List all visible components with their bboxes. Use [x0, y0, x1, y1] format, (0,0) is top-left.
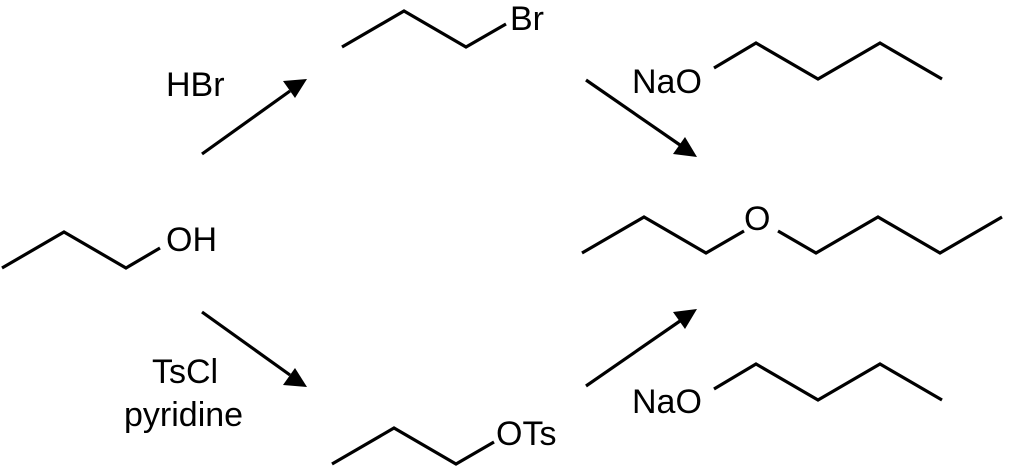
ether-oxygen-label: O — [744, 200, 770, 238]
propyl-bromide-chain — [341, 9, 507, 49]
propyl-bromide-bromine-label: Br — [510, 0, 544, 38]
reagent-pyridine: pyridine — [124, 396, 243, 434]
propanol-chain — [1, 230, 161, 270]
sodium-butoxide-top: NaO — [632, 41, 943, 101]
arrow-to-bromide — [201, 79, 307, 156]
arrow-tosylate-to-ether — [585, 309, 697, 388]
propyl-tosylate-chain — [331, 426, 495, 466]
arrow-to-tosylate — [201, 310, 307, 387]
butyl-propyl-ether: O — [581, 200, 1003, 255]
ether-propyl-chain — [581, 215, 745, 255]
propyl-tosylate-ots-label: OTs — [496, 415, 556, 453]
ether-butyl-chain — [777, 215, 1003, 255]
sodium-butoxide-top-chain — [713, 41, 943, 81]
sodium-butoxide-bottom-label: NaO — [632, 383, 702, 421]
propanol-hydroxyl-label: OH — [166, 221, 217, 259]
sodium-butoxide-top-label: NaO — [632, 63, 702, 101]
reagent-hbr: HBr — [166, 66, 225, 104]
arrow-bromide-to-ether — [585, 78, 697, 157]
propyl-tosylate: OTs — [331, 415, 556, 466]
reagent-tscl: TsCl — [152, 353, 218, 391]
sodium-butoxide-bottom: NaO — [632, 362, 943, 421]
propyl-bromide: Br — [341, 0, 544, 49]
propanol: OH — [1, 221, 217, 270]
sodium-butoxide-bottom-chain — [713, 362, 943, 402]
